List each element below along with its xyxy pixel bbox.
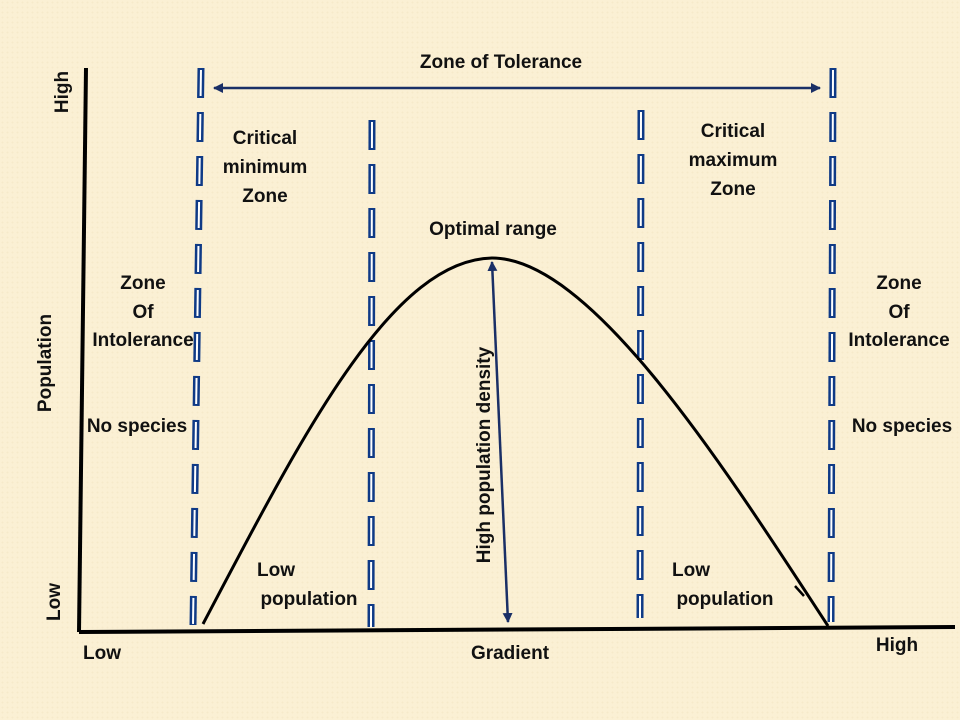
- x-axis-label: Gradient: [471, 643, 550, 664]
- x-axis-high: High: [876, 635, 918, 656]
- intolerance-left-2: Of: [132, 302, 154, 323]
- boundary-lines: [189, 67, 837, 628]
- critical-max-label-1: Critical: [701, 121, 765, 142]
- no-species-left: No species: [87, 416, 187, 437]
- population-curve: [201, 256, 830, 627]
- intolerance-right-2: Of: [888, 302, 910, 323]
- boundary-left-inner: [367, 119, 376, 628]
- intolerance-left-1: Zone: [120, 273, 165, 294]
- no-species-right: No species: [852, 416, 952, 437]
- intolerance-left-3: Intolerance: [92, 330, 193, 351]
- x-axis-low: Low: [83, 643, 121, 664]
- y-axis-high: High: [52, 71, 73, 113]
- critical-min-label-2: minimum: [223, 157, 307, 178]
- intolerance-right-1: Zone: [876, 273, 921, 294]
- critical-max-label-3: Zone: [710, 179, 755, 200]
- curve-tail: [794, 585, 805, 597]
- low-pop-left-1: Low: [257, 560, 295, 581]
- boundary-right-inner: [636, 109, 645, 619]
- critical-min-label-1: Critical: [233, 128, 297, 149]
- critical-max-label-2: maximum: [689, 150, 778, 171]
- critical-min-label-3: Zone: [242, 186, 287, 207]
- y-axis-label: Population: [35, 314, 56, 412]
- y-axis-low: Low: [44, 583, 65, 621]
- x-axis-line: [78, 625, 956, 634]
- density-arrow: [487, 261, 513, 623]
- optimal-range-label: Optimal range: [429, 219, 557, 240]
- y-axis-line: [77, 67, 88, 633]
- low-pop-right-1: Low: [672, 560, 710, 581]
- tolerance-title: Zone of Tolerance: [420, 52, 582, 73]
- intolerance-right-3: Intolerance: [848, 330, 949, 351]
- low-pop-left-2: population: [260, 589, 357, 610]
- low-pop-right-2: population: [676, 589, 773, 610]
- density-label: High population density: [474, 346, 495, 563]
